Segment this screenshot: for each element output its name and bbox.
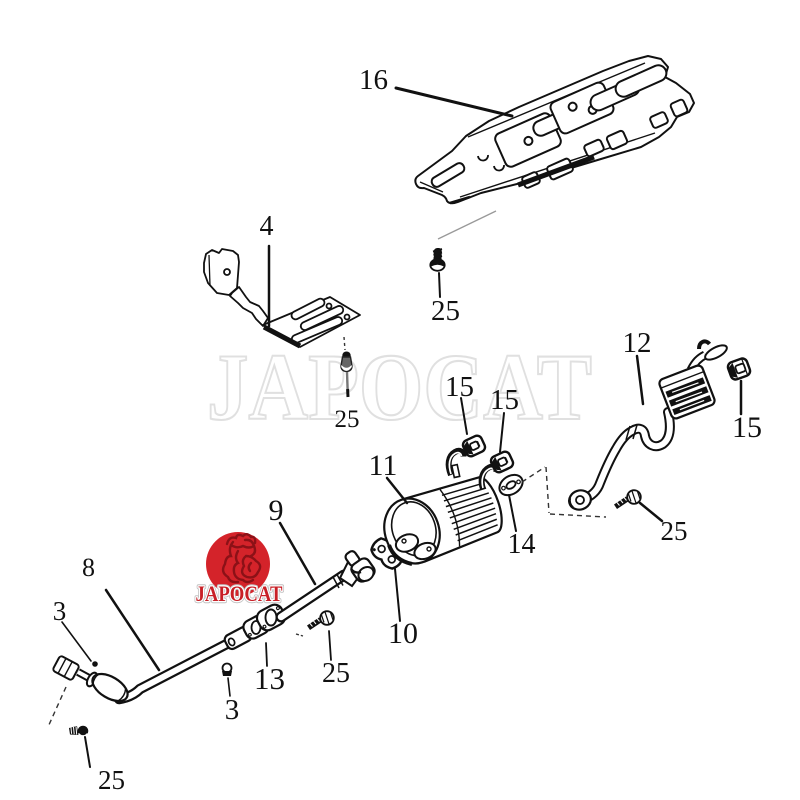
svg-text:8: 8 [82, 553, 95, 582]
svg-text:JAPOCAT: JAPOCAT [196, 581, 283, 606]
svg-text:25: 25 [431, 295, 460, 327]
svg-text:JAPOCAT: JAPOCAT [196, 581, 283, 606]
svg-text:25: 25 [661, 516, 688, 546]
svg-text:13: 13 [254, 661, 285, 696]
svg-text:9: 9 [269, 494, 284, 527]
svg-text:25: 25 [335, 406, 360, 433]
svg-text:15: 15 [732, 411, 762, 444]
svg-text:JAPOCAT: JAPOCAT [207, 334, 592, 440]
svg-text:10: 10 [388, 617, 418, 650]
svg-text:JAPOCAT: JAPOCAT [196, 581, 283, 606]
svg-text:4: 4 [260, 211, 274, 242]
svg-text:3: 3 [225, 694, 240, 726]
svg-text:25: 25 [322, 658, 350, 689]
svg-text:12: 12 [623, 327, 652, 359]
svg-text:25: 25 [98, 765, 125, 795]
svg-text:16: 16 [359, 64, 388, 96]
svg-text:15: 15 [445, 371, 474, 403]
svg-text:15: 15 [490, 384, 519, 416]
svg-text:14: 14 [508, 529, 536, 560]
svg-text:3: 3 [53, 596, 67, 626]
svg-text:11: 11 [369, 449, 398, 482]
